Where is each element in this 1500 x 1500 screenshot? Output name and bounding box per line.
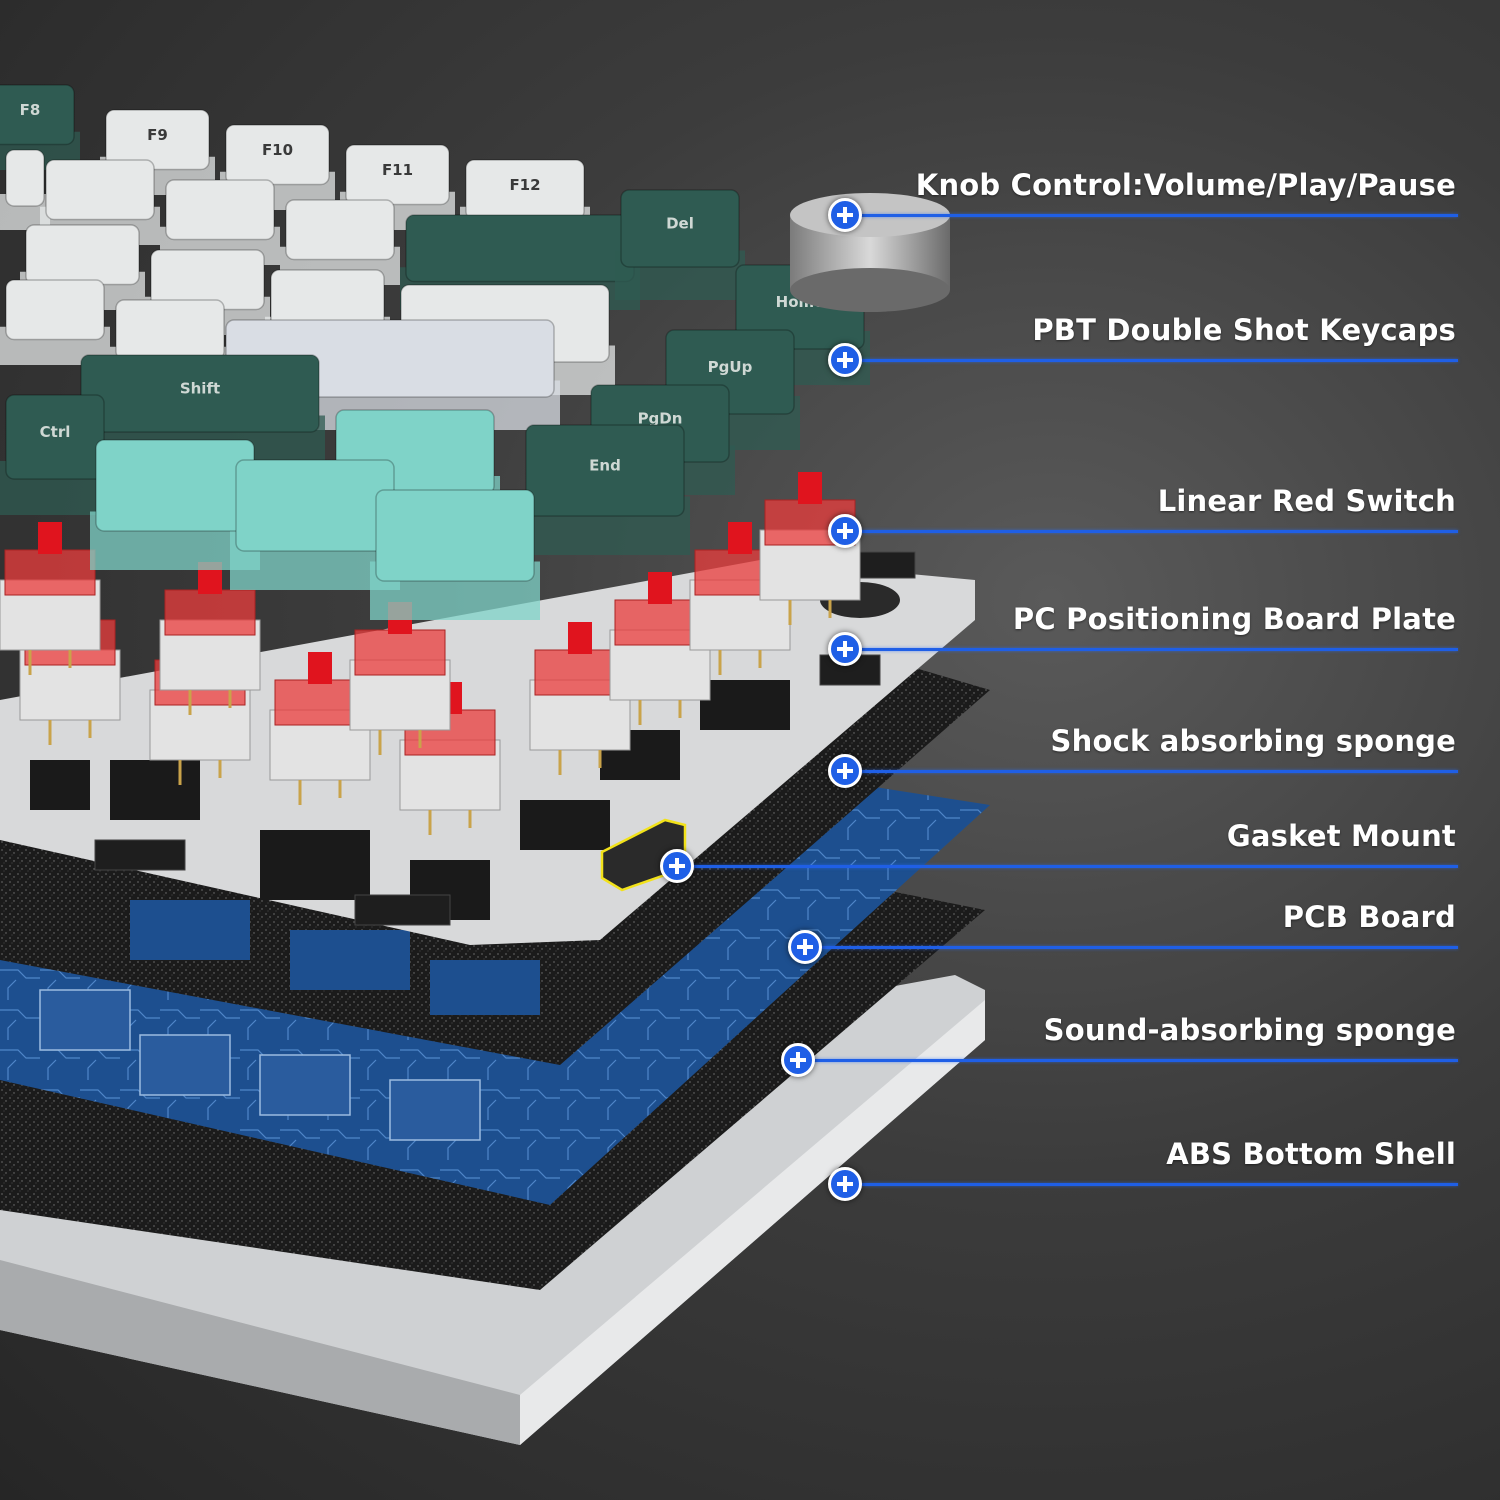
red-switch xyxy=(159,562,261,715)
callout-label-gasket: Gasket Mount xyxy=(1226,819,1456,853)
callout-label-pcb: PCB Board xyxy=(1282,900,1456,934)
switch-leader-line xyxy=(845,530,1458,533)
keycap-legend: End xyxy=(589,457,621,475)
volume-knob xyxy=(790,193,950,312)
plus-icon[interactable] xyxy=(828,632,862,666)
keycap xyxy=(370,489,540,620)
plus-icon[interactable] xyxy=(828,514,862,548)
plus-icon[interactable] xyxy=(781,1043,815,1077)
plus-icon[interactable] xyxy=(828,198,862,232)
plus-icon[interactable] xyxy=(660,849,694,883)
keycap-legend: PgUp xyxy=(708,358,753,376)
plus-icon[interactable] xyxy=(828,1167,862,1201)
plate-leader-line xyxy=(845,648,1458,651)
keycap xyxy=(90,439,260,570)
keycap-legend: Shift xyxy=(180,380,220,398)
plus-icon[interactable] xyxy=(788,930,822,964)
callout-label-sound-sponge: Sound-absorbing sponge xyxy=(1043,1013,1456,1047)
keycap-legend: F8 xyxy=(20,101,41,119)
gasket-mounts xyxy=(94,551,916,926)
keycap-legend: F11 xyxy=(382,161,413,179)
callout-label-switch: Linear Red Switch xyxy=(1157,484,1456,518)
keycap-legend: PgDn xyxy=(638,410,683,428)
callout-label-shock-sponge: Shock absorbing sponge xyxy=(1050,724,1456,758)
callout-label-shell: ABS Bottom Shell xyxy=(1166,1137,1456,1171)
keycap-legend: F12 xyxy=(509,176,540,194)
keycap-legend: Del xyxy=(666,215,694,233)
keycap-legend: F9 xyxy=(147,126,168,144)
keycap xyxy=(0,279,110,365)
keycap: Ctrl xyxy=(0,394,110,515)
keycap-legend: F10 xyxy=(262,141,293,159)
keycaps-leader-line xyxy=(845,359,1458,362)
red-switch xyxy=(0,522,101,675)
gasket-leader-line xyxy=(677,865,1458,868)
knob-leader-line xyxy=(845,214,1458,217)
keycap: Del xyxy=(615,189,745,300)
shell-leader-line xyxy=(845,1183,1458,1186)
plus-icon[interactable] xyxy=(828,754,862,788)
keycap: End xyxy=(520,424,690,555)
pcb-leader-line xyxy=(805,946,1458,949)
shock-sponge-leader-line xyxy=(845,770,1458,773)
keycap: F10 xyxy=(220,124,335,210)
red-switch xyxy=(399,682,501,835)
plus-icon[interactable] xyxy=(828,343,862,377)
callout-label-plate: PC Positioning Board Plate xyxy=(1012,602,1456,636)
callout-label-knob: Knob Control:Volume/Play/Pause xyxy=(915,168,1456,202)
callout-label-keycaps: PBT Double Shot Keycaps xyxy=(1032,313,1456,347)
red-switch xyxy=(349,602,451,755)
sound-sponge-leader-line xyxy=(798,1059,1458,1062)
keycap-legend: Ctrl xyxy=(40,423,71,441)
red-switch xyxy=(269,652,371,805)
